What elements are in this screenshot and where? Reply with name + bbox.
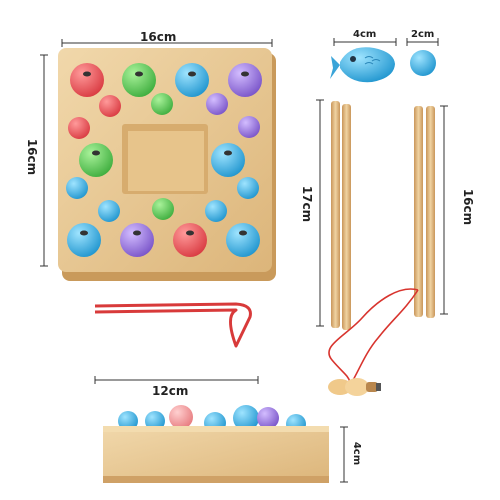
fish-piece bbox=[122, 63, 156, 97]
ball bbox=[205, 200, 227, 222]
magnet-bobber bbox=[328, 378, 381, 396]
ball bbox=[206, 93, 228, 115]
fish-piece bbox=[226, 223, 260, 257]
box-height-label: 4cm bbox=[351, 441, 363, 466]
fish-piece bbox=[67, 223, 101, 257]
board-height-label: 16cm bbox=[25, 138, 40, 176]
fish-toy bbox=[330, 47, 395, 83]
fish-piece bbox=[120, 223, 154, 257]
fishing-rods-short bbox=[331, 101, 351, 330]
rod-long-label: 16cm bbox=[461, 188, 476, 226]
fish-piece bbox=[79, 143, 113, 177]
ball bbox=[152, 198, 174, 220]
fish-piece bbox=[70, 63, 104, 97]
fish-width-label: 4cm bbox=[353, 29, 377, 40]
ball bbox=[238, 116, 260, 138]
small-balls bbox=[66, 93, 260, 222]
fish-piece bbox=[175, 63, 209, 97]
ball bbox=[237, 177, 259, 199]
ball bbox=[68, 117, 90, 139]
box-dimension-line bbox=[340, 426, 348, 483]
tongs-length-label: 12cm bbox=[152, 384, 189, 398]
blue-ball bbox=[410, 50, 436, 76]
fish-piece bbox=[211, 143, 245, 177]
ball bbox=[151, 93, 173, 115]
storage-box bbox=[103, 405, 329, 483]
fishing-rods-long bbox=[414, 106, 435, 318]
rod-short-label: 17cm bbox=[300, 185, 315, 223]
board-width-label: 16cm bbox=[140, 30, 177, 44]
fish-dimension-lines bbox=[333, 38, 439, 46]
ball bbox=[66, 177, 88, 199]
fish-piece bbox=[228, 63, 262, 97]
fish-pieces bbox=[67, 63, 262, 257]
fish-piece bbox=[173, 223, 207, 257]
tongs-dimension-line bbox=[94, 376, 259, 384]
ball-width-label: 2cm bbox=[411, 29, 435, 40]
board-dimension-lines bbox=[40, 39, 273, 267]
tongs bbox=[94, 302, 252, 348]
ball bbox=[99, 95, 121, 117]
ball bbox=[98, 200, 120, 222]
fishing-string bbox=[328, 288, 419, 383]
rod-dimension-lines bbox=[316, 99, 448, 327]
